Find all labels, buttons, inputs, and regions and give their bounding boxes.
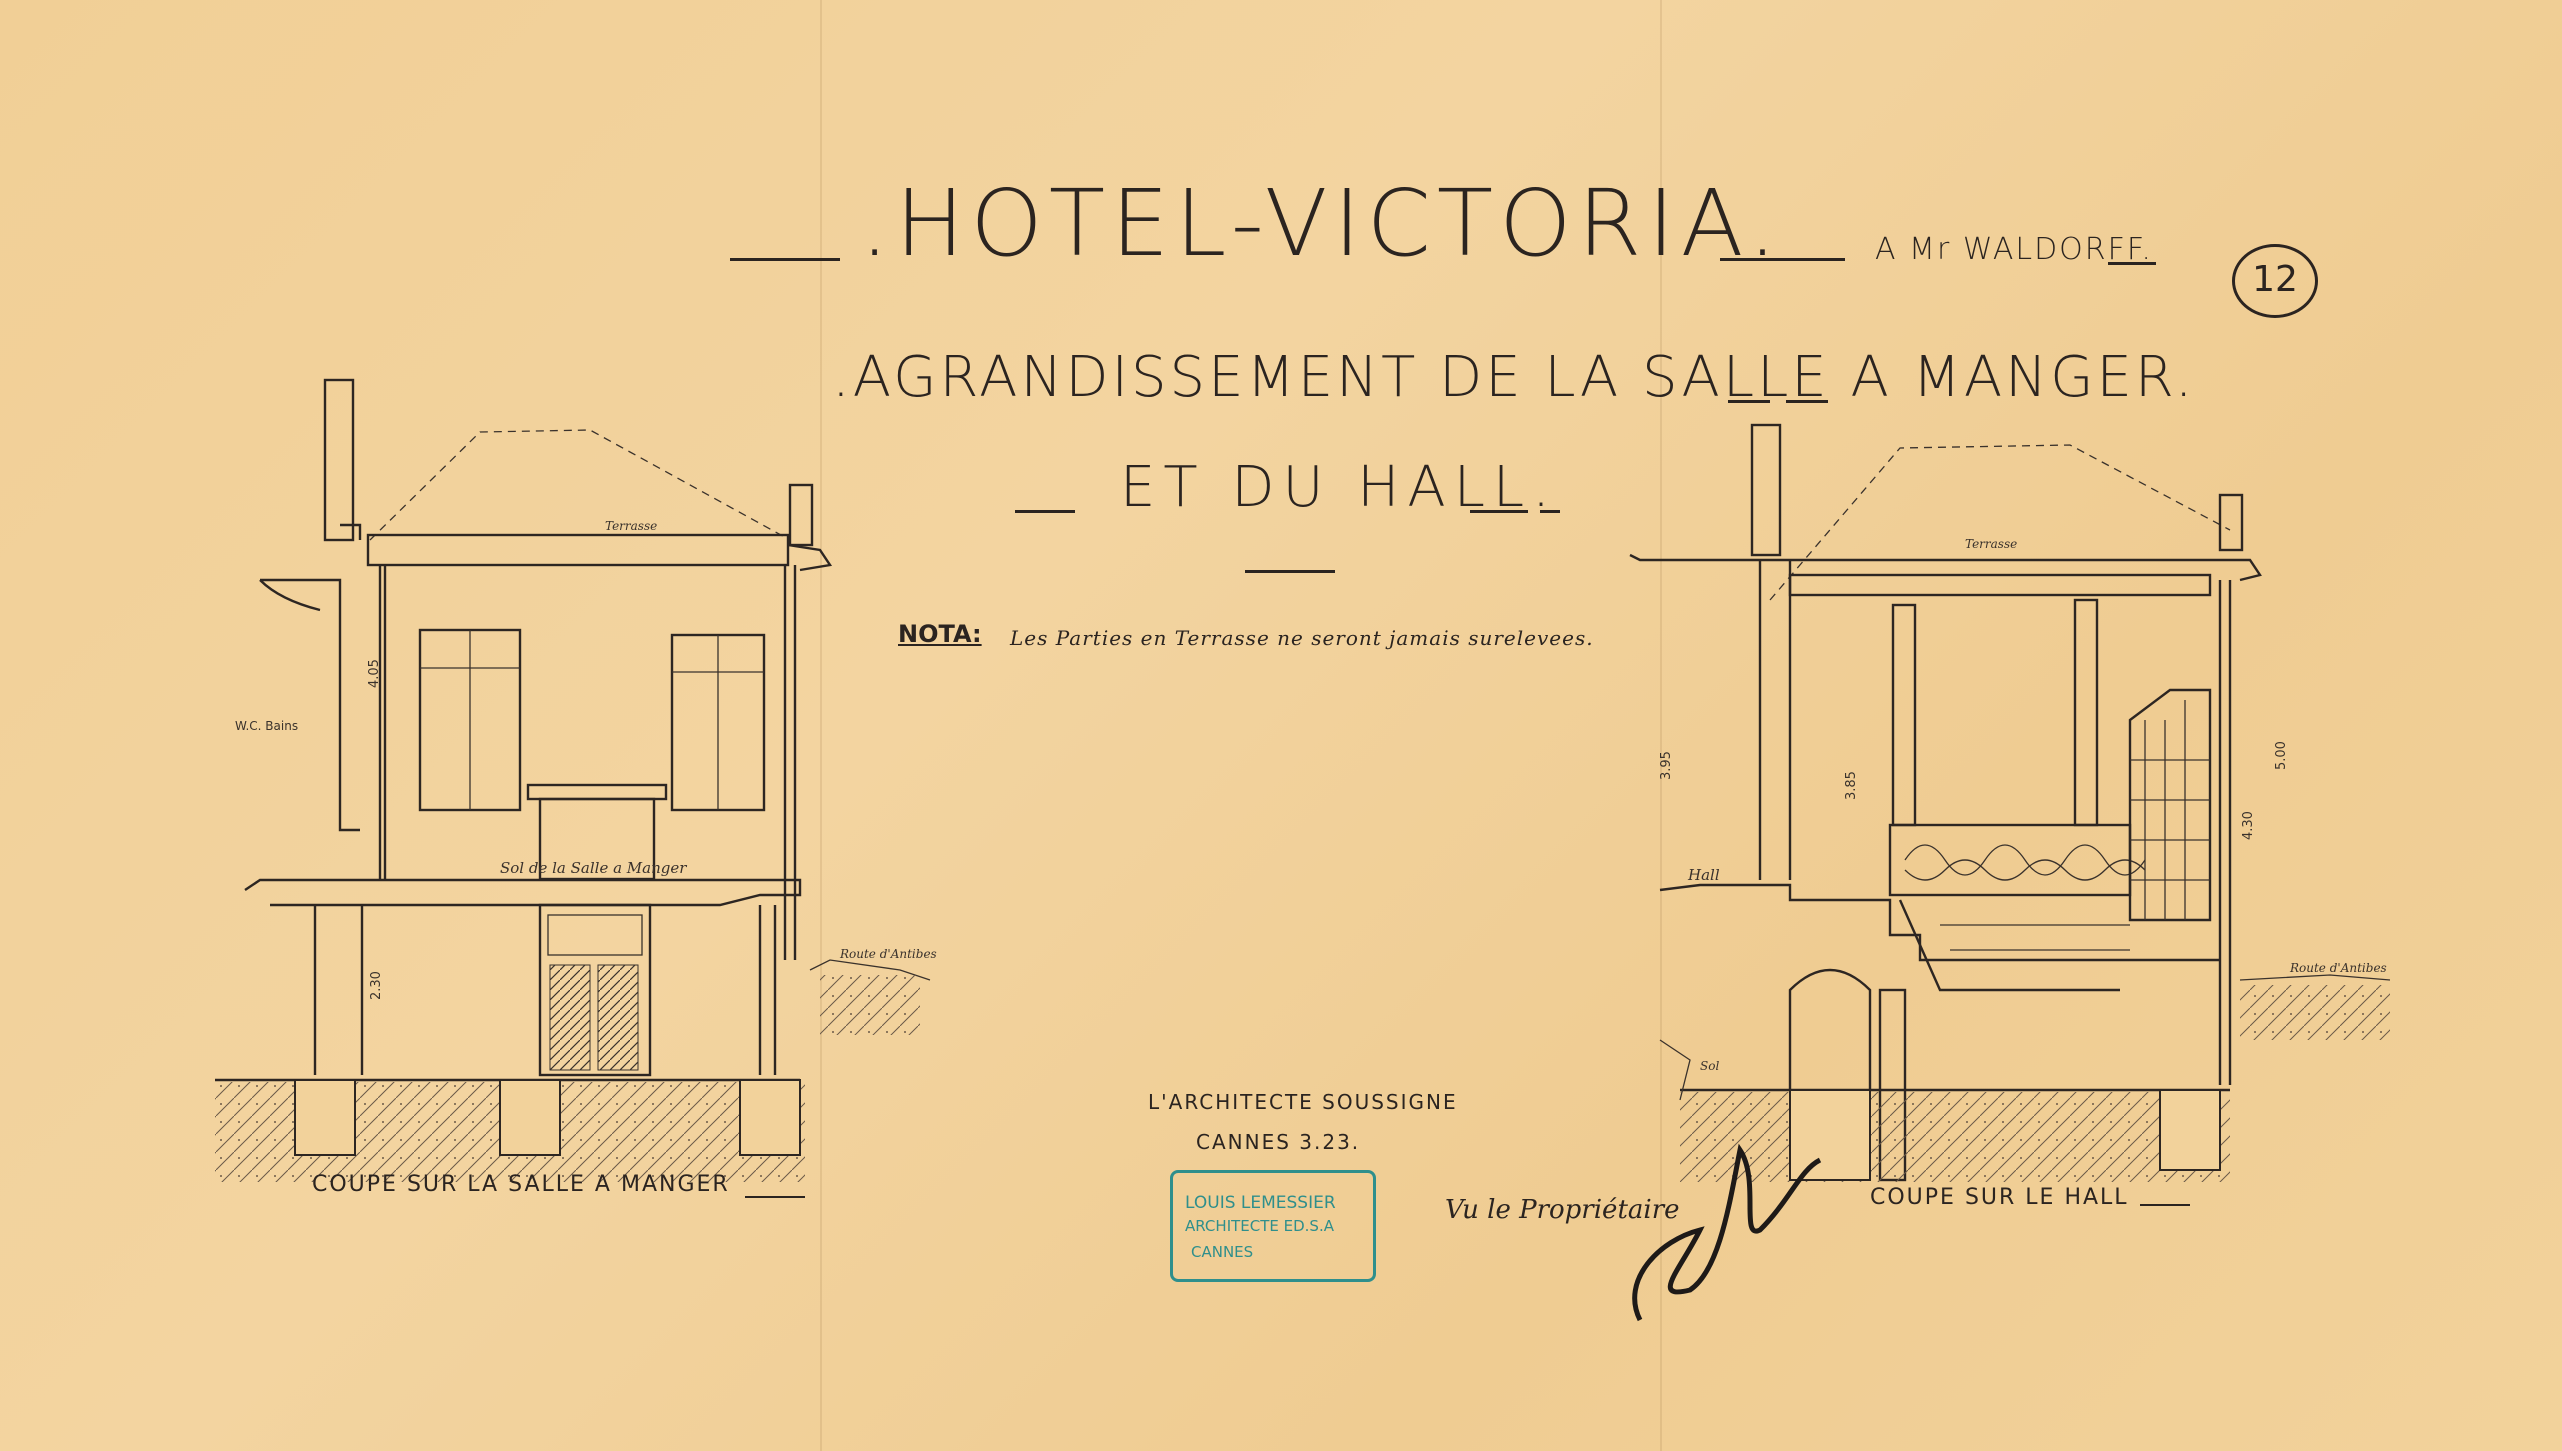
title-rule-left [730, 258, 840, 261]
sheet-number: 12 [2252, 259, 2298, 300]
stamp-line-2: ARCHITECTE ED.S.A [1185, 1217, 1334, 1235]
street-label-right: Route d'Antibes [2289, 961, 2387, 975]
sheet-number-circle: 12 [2232, 244, 2318, 318]
client-name: A Mr WALDORFF. [1875, 232, 2153, 267]
hotel-title: .HOTEL-VICTORIA. [860, 170, 1784, 277]
architect-stamp: LOUIS LEMESSIER ARCHITECTE ED.S.A CANNES [1170, 1170, 1376, 1282]
right-section-drawing: 3.95 3.85 4.30 5.00 Hall Terrasse Route … [1629, 423, 2391, 1182]
subtitle-rule [1015, 510, 1075, 513]
terrace-label: Terrasse [605, 519, 657, 533]
hall-label: Hall [1687, 866, 1720, 884]
owner-note: Vu le Propriétaire [1445, 1195, 1680, 1225]
sol-label: Sol [1700, 1059, 1719, 1073]
street-label: Route d'Antibes [839, 947, 937, 961]
dim-right: 4.30 [2241, 811, 2256, 840]
subtitle-rule [1470, 510, 1528, 513]
subtitle-rule [1728, 400, 1770, 403]
subtitle-line-1: .AGRANDISSEMENT DE LA SALLE A MANGER. [832, 345, 2196, 410]
caption-rule [2140, 1204, 2190, 1206]
caption-rule [745, 1196, 805, 1198]
subtitle-line-2: ET DU HALL. [1120, 455, 1558, 520]
dim-left: 3.95 [1659, 751, 1674, 780]
stamp-line-1: LOUIS LEMESSIER [1185, 1193, 1336, 1213]
note-label: NOTA: [898, 620, 982, 648]
floor-label: Sol de la Salle a Manger [500, 859, 687, 877]
dim-lower: 2.30 [369, 971, 384, 1000]
fold-line [1660, 0, 1662, 1451]
subtitle-rule [1540, 510, 1560, 513]
dim-height: 4.05 [367, 659, 382, 688]
title-rule-right [1720, 258, 1845, 261]
architect-line-2: CANNES 3.23. [1196, 1130, 1361, 1154]
architect-line-1: L'ARCHITECTE SOUSSIGNE [1148, 1090, 1458, 1114]
terrace-label-right: Terrasse [1965, 537, 2017, 551]
subtitle-underline [1245, 570, 1335, 573]
right-caption: COUPE SUR LE HALL [1870, 1185, 2129, 1210]
note-text: Les Parties en Terrasse ne seront jamais… [1010, 626, 1594, 650]
dim-right2: 5.00 [2274, 741, 2289, 770]
left-section-drawing: 4.05 2.30 Sol de la Salle a Manger Terra… [215, 378, 937, 1182]
subtitle-rule [1786, 400, 1828, 403]
client-rule [2108, 262, 2156, 265]
stamp-line-3: CANNES [1191, 1243, 1254, 1261]
left-caption: COUPE SUR LA SALLE A MANGER [312, 1172, 730, 1197]
fold-line [820, 0, 822, 1451]
dim-center: 3.85 [1844, 771, 1859, 800]
wc-label: W.C. Bains [235, 719, 298, 733]
